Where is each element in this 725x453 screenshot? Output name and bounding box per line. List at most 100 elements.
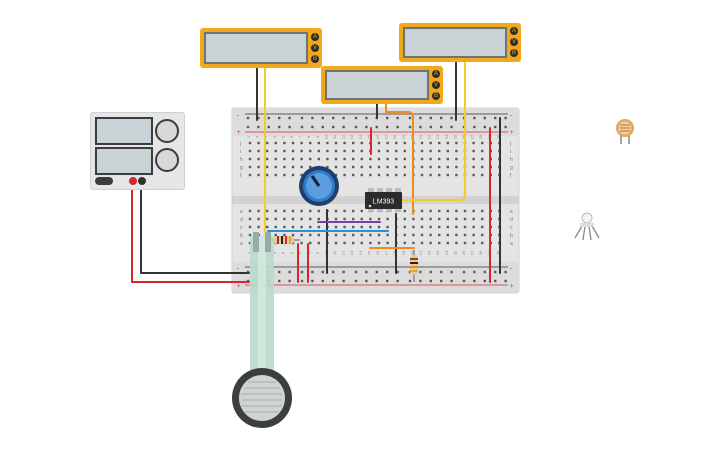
breadboard-hole[interactable] xyxy=(450,279,453,283)
psu-negative-terminal[interactable] xyxy=(138,177,146,185)
breadboard-hole[interactable] xyxy=(481,225,484,229)
breadboard-hole[interactable] xyxy=(352,157,355,161)
breadboard-hole[interactable] xyxy=(300,116,304,120)
breadboard-hole[interactable] xyxy=(248,141,252,145)
breadboard-hole[interactable] xyxy=(248,149,252,153)
breadboard-hole[interactable] xyxy=(386,270,389,274)
breadboard-hole[interactable] xyxy=(377,173,381,177)
breadboard-hole[interactable] xyxy=(288,270,291,274)
breadboard-hole[interactable] xyxy=(419,125,422,129)
breadboard-hole[interactable] xyxy=(360,209,363,213)
breadboard-hole[interactable] xyxy=(473,125,476,129)
multimeter-3-terminal-a[interactable]: A xyxy=(510,27,518,35)
breadboard-hole[interactable] xyxy=(300,241,303,245)
breadboard-hole[interactable] xyxy=(420,209,424,213)
breadboard-hole[interactable] xyxy=(494,279,497,283)
breadboard-hole[interactable] xyxy=(481,209,484,213)
breadboard-hole[interactable] xyxy=(360,165,363,169)
breadboard-hole[interactable] xyxy=(377,141,381,145)
breadboard-hole[interactable] xyxy=(420,225,424,229)
breadboard-hole[interactable] xyxy=(429,116,432,120)
multimeter-1-terminal-b[interactable]: B xyxy=(311,55,319,63)
breadboard-hole[interactable] xyxy=(429,149,432,153)
breadboard-hole[interactable] xyxy=(257,157,260,161)
breadboard-hole[interactable] xyxy=(266,149,269,153)
breadboard-hole[interactable] xyxy=(438,217,441,221)
potentiometer-icon[interactable] xyxy=(299,166,339,206)
breadboard-hole[interactable] xyxy=(283,149,286,153)
breadboard-hole[interactable] xyxy=(266,225,269,229)
breadboard-hole[interactable] xyxy=(274,209,277,213)
breadboard-hole[interactable] xyxy=(446,217,449,221)
breadboard-hole[interactable] xyxy=(420,233,424,237)
breadboard-hole[interactable] xyxy=(446,233,449,237)
breadboard-hole[interactable] xyxy=(248,157,252,161)
breadboard-hole[interactable] xyxy=(311,116,314,120)
breadboard-hole[interactable] xyxy=(352,225,355,229)
breadboard-hole[interactable] xyxy=(446,241,449,245)
breadboard-hole[interactable] xyxy=(504,270,507,274)
breadboard-hole[interactable] xyxy=(386,125,389,129)
breadboard-hole[interactable] xyxy=(283,165,286,169)
breadboard-hole[interactable] xyxy=(343,209,346,213)
breadboard-hole[interactable] xyxy=(481,141,484,145)
multimeter-2-terminal-v[interactable]: V xyxy=(432,81,440,89)
breadboard-hole[interactable] xyxy=(352,141,355,145)
breadboard-hole[interactable] xyxy=(342,125,345,129)
breadboard-hole[interactable] xyxy=(246,116,250,120)
breadboard-hole[interactable] xyxy=(343,165,346,169)
breadboard-hole[interactable] xyxy=(274,217,277,221)
breadboard-hole[interactable] xyxy=(300,165,303,169)
breadboard-hole[interactable] xyxy=(332,125,335,129)
breadboard-hole[interactable] xyxy=(450,270,453,274)
breadboard-hole[interactable] xyxy=(429,217,432,221)
breadboard-hole[interactable] xyxy=(291,165,295,169)
ic-lm393[interactable]: LM393 xyxy=(365,188,402,212)
breadboard-hole[interactable] xyxy=(267,125,270,129)
breadboard-hole[interactable] xyxy=(309,209,312,213)
breadboard-hole[interactable] xyxy=(438,225,441,229)
breadboard-hole[interactable] xyxy=(403,157,406,161)
breadboard-hole[interactable] xyxy=(463,225,467,229)
breadboard-hole[interactable] xyxy=(326,149,329,153)
breadboard-hole[interactable] xyxy=(386,116,389,120)
breadboard-hole[interactable] xyxy=(321,279,324,283)
breadboard-hole[interactable] xyxy=(455,165,458,169)
breadboard-hole[interactable] xyxy=(412,217,415,221)
breadboard-hole[interactable] xyxy=(420,157,424,161)
breadboard-hole[interactable] xyxy=(365,279,368,283)
breadboard-hole[interactable] xyxy=(369,233,372,237)
breadboard-hole[interactable] xyxy=(321,270,324,274)
wire-psu-black[interactable] xyxy=(140,180,250,274)
breadboard-hole[interactable] xyxy=(375,270,378,274)
breadboard-hole[interactable] xyxy=(288,116,291,120)
multimeter-2-terminal-b[interactable]: B xyxy=(432,92,440,100)
breadboard-hole[interactable] xyxy=(386,217,389,221)
breadboard-hole[interactable] xyxy=(395,173,398,177)
breadboard-hole[interactable] xyxy=(386,225,389,229)
breadboard-hole[interactable] xyxy=(326,157,329,161)
breadboard-hole[interactable] xyxy=(377,157,381,161)
photoresistor-icon[interactable] xyxy=(616,119,634,144)
breadboard-hole[interactable] xyxy=(343,141,346,145)
breadboard-hole[interactable] xyxy=(377,217,381,221)
breadboard-hole[interactable] xyxy=(463,217,467,221)
breadboard-hole[interactable] xyxy=(360,157,363,161)
breadboard-hole[interactable] xyxy=(332,270,335,274)
breadboard-hole[interactable] xyxy=(455,241,458,245)
breadboard-hole[interactable] xyxy=(504,116,507,120)
breadboard-hole[interactable] xyxy=(360,173,363,177)
breadboard-hole[interactable] xyxy=(267,116,270,120)
breadboard-hole[interactable] xyxy=(472,141,475,145)
breadboard-hole[interactable] xyxy=(343,241,346,245)
breadboard-hole[interactable] xyxy=(396,270,399,274)
breadboard-hole[interactable] xyxy=(472,157,475,161)
breadboard-hole[interactable] xyxy=(352,173,355,177)
breadboard-hole[interactable] xyxy=(463,241,467,245)
breadboard-hole[interactable] xyxy=(412,225,415,229)
breadboard-hole[interactable] xyxy=(455,149,458,153)
breadboard-hole[interactable] xyxy=(291,141,295,145)
breadboard-hole[interactable] xyxy=(317,233,320,237)
breadboard-hole[interactable] xyxy=(483,116,486,120)
breadboard-hole[interactable] xyxy=(317,241,320,245)
